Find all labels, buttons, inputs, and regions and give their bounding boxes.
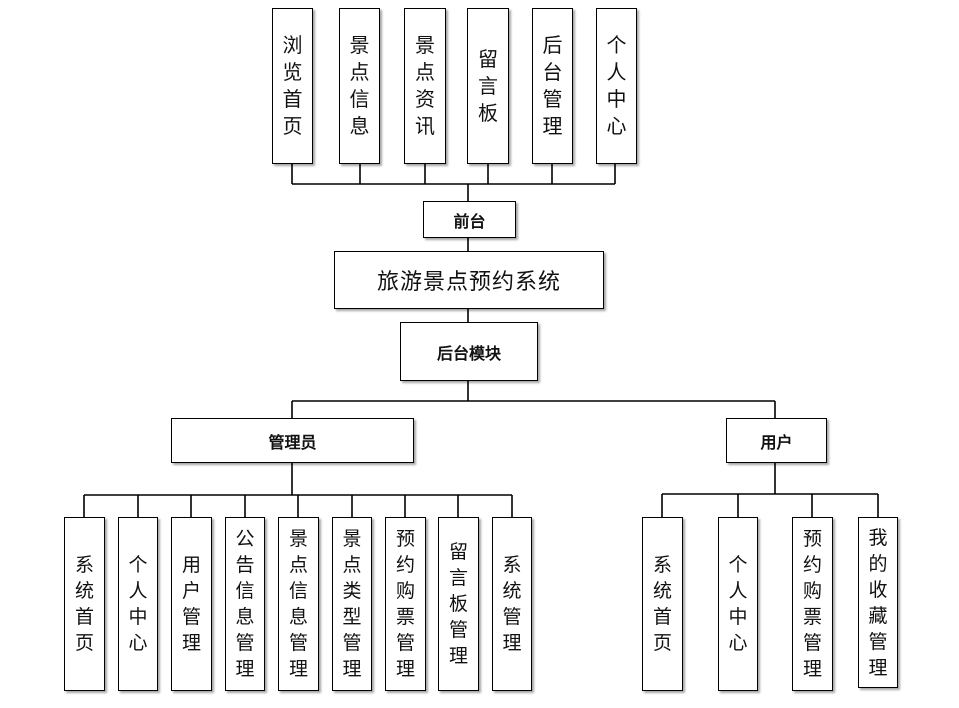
admin-item-personal-center: 个人中心 (118, 517, 158, 691)
system-title: 旅游景点预约系统 (376, 270, 561, 295)
user-item-personal-center: 个人中心 (718, 517, 758, 691)
admin-item-system-management: 系统管理 (492, 517, 532, 691)
admin-node: 管理员 (171, 418, 414, 463)
front-label: 前台 (453, 211, 486, 231)
module-label: 景点资讯 (415, 33, 435, 138)
system-node: 旅游景点预约系统 (334, 251, 604, 309)
user-item-label: 预约购票管理 (803, 528, 823, 680)
module-backend-admin: 后台管理 (532, 8, 573, 164)
module-scenic-news: 景点资讯 (404, 8, 446, 164)
admin-item-scenic-type-management: 景点类型管理 (332, 517, 372, 691)
module-label: 个人中心 (606, 33, 627, 138)
module-label: 景点信息 (349, 33, 370, 138)
front-node: 前台 (423, 201, 516, 238)
user-item-label: 我的收藏管理 (868, 526, 888, 679)
admin-item-message-board-management: 留言板管理 (438, 517, 479, 691)
admin-item-label: 用户管理 (182, 554, 202, 654)
admin-item-label: 系统管理 (502, 554, 522, 654)
admin-item-scenic-info-management: 景点信息管理 (278, 517, 319, 691)
admin-item-system-home: 系统首页 (64, 517, 105, 691)
admin-item-notice-management: 公告信息管理 (225, 517, 265, 691)
user-item-label: 系统首页 (653, 554, 673, 654)
user-item-system-home: 系统首页 (642, 517, 683, 691)
user-item-booking-management: 预约购票管理 (792, 517, 833, 691)
module-scenic-info: 景点信息 (339, 8, 380, 164)
admin-item-label: 景点信息管理 (289, 528, 309, 680)
backend-label: 后台模块 (436, 343, 501, 363)
user-item-label: 个人中心 (728, 554, 748, 654)
admin-item-label: 系统首页 (75, 554, 95, 654)
user-item-favorites-management: 我的收藏管理 (858, 517, 898, 688)
module-message-board: 留言板 (467, 8, 509, 164)
user-node: 用户 (726, 418, 827, 463)
admin-label: 管理员 (268, 432, 317, 452)
module-label: 后台管理 (542, 33, 563, 138)
backend-node: 后台模块 (400, 322, 538, 381)
module-personal-center: 个人中心 (596, 8, 637, 164)
admin-item-label: 预约购票管理 (396, 528, 416, 680)
admin-item-label: 留言板管理 (449, 541, 469, 667)
user-label: 用户 (760, 432, 793, 452)
admin-item-user-management: 用户管理 (171, 517, 212, 691)
module-label: 浏览首页 (282, 33, 303, 138)
module-label: 留言板 (478, 46, 498, 125)
admin-item-label: 个人中心 (128, 554, 148, 654)
module-browse-home: 浏览首页 (272, 8, 313, 164)
admin-item-booking-management: 预约购票管理 (385, 517, 426, 691)
admin-item-label: 公告信息管理 (235, 528, 255, 680)
admin-item-label: 景点类型管理 (342, 528, 362, 680)
